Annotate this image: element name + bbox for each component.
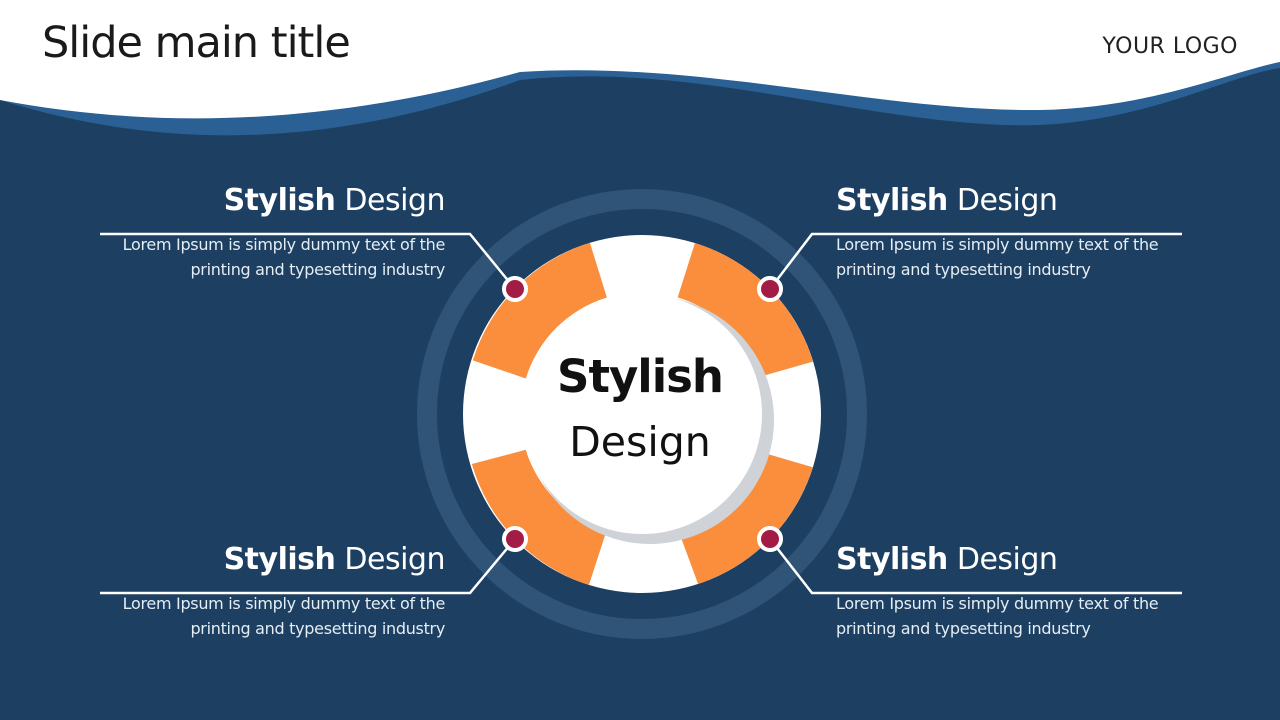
segment-top-left (472, 242, 607, 379)
connector-top-left (100, 232, 516, 290)
marker-dot-top-left (502, 276, 528, 302)
item-bottom-left: Stylish Design Lorem Ipsum is simply dum… (85, 541, 446, 641)
item-body: Lorem Ipsum is simply dummy text of the … (836, 235, 1159, 279)
markers (502, 276, 783, 552)
item-body: Lorem Ipsum is simply dummy text of the … (122, 594, 446, 638)
item-heading: Stylish Design (836, 182, 1196, 220)
logo-text: YOUR LOGO (1102, 34, 1238, 59)
item-heading: Stylish Design (836, 541, 1196, 579)
item-top-left: Stylish Design Lorem Ipsum is simply dum… (85, 182, 446, 282)
connectors (100, 232, 1182, 595)
item-heading-regular: Design (956, 542, 1058, 577)
segment-top-right (677, 242, 814, 378)
item-body: Lorem Ipsum is simply dummy text of the … (836, 594, 1159, 638)
center-title-regular: Design (569, 418, 711, 466)
connector-bottom-right (769, 538, 1182, 595)
item-heading-bold: Stylish (836, 183, 948, 218)
connector-top-right (769, 232, 1182, 290)
outer-ring (417, 189, 867, 639)
wave-white (0, 0, 1280, 119)
segment-bottom-right (678, 451, 813, 584)
center-title-bold: Stylish (557, 350, 724, 403)
inner-disc (522, 294, 762, 534)
item-heading-bold: Stylish (223, 183, 336, 218)
item-heading-regular: Design (956, 183, 1058, 218)
slide-title: Slide main title (42, 18, 351, 68)
lifebuoy-segments (471, 242, 814, 585)
segment-bottom-left (471, 449, 607, 585)
marker-dot-top-right (757, 276, 783, 302)
item-heading: Stylish Design (85, 541, 446, 579)
item-heading: Stylish Design (85, 182, 446, 220)
item-bottom-right: Stylish Design Lorem Ipsum is simply dum… (836, 541, 1196, 641)
item-heading-bold: Stylish (223, 542, 336, 577)
item-heading-bold: Stylish (836, 542, 948, 577)
item-body: Lorem Ipsum is simply dummy text of the … (122, 235, 446, 279)
marker-dot-bottom-right (757, 526, 783, 552)
marker-dot-bottom-left (502, 526, 528, 552)
item-top-right: Stylish Design Lorem Ipsum is simply dum… (836, 182, 1196, 282)
header-wave (0, 0, 1280, 136)
connector-bottom-left (100, 538, 516, 595)
item-heading-regular: Design (344, 183, 445, 218)
item-heading-regular: Design (344, 542, 445, 577)
